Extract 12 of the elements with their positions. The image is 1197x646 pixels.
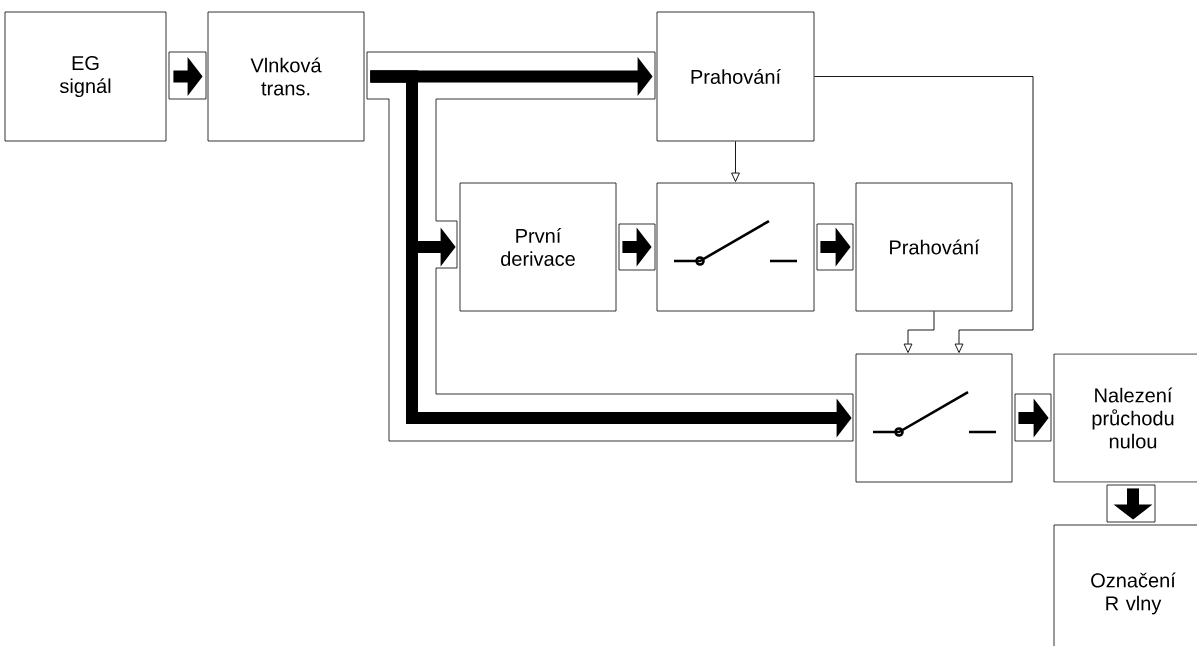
process-box: Prahování — [855, 182, 1013, 312]
process-box: První derivace — [459, 182, 617, 312]
switch-box — [656, 182, 815, 312]
switch-box — [855, 353, 1013, 483]
process-box: Prahování — [656, 11, 815, 142]
process-box: Označení R vlny — [1053, 524, 1197, 646]
process-box: Nalezení průchodu nulou — [1053, 353, 1197, 483]
process-box: EG signál — [4, 11, 167, 142]
process-box: Vlnková trans. — [207, 11, 365, 142]
arrow — [813, 76, 1034, 353]
arrow — [903, 310, 935, 353]
arrow — [731, 140, 740, 182]
